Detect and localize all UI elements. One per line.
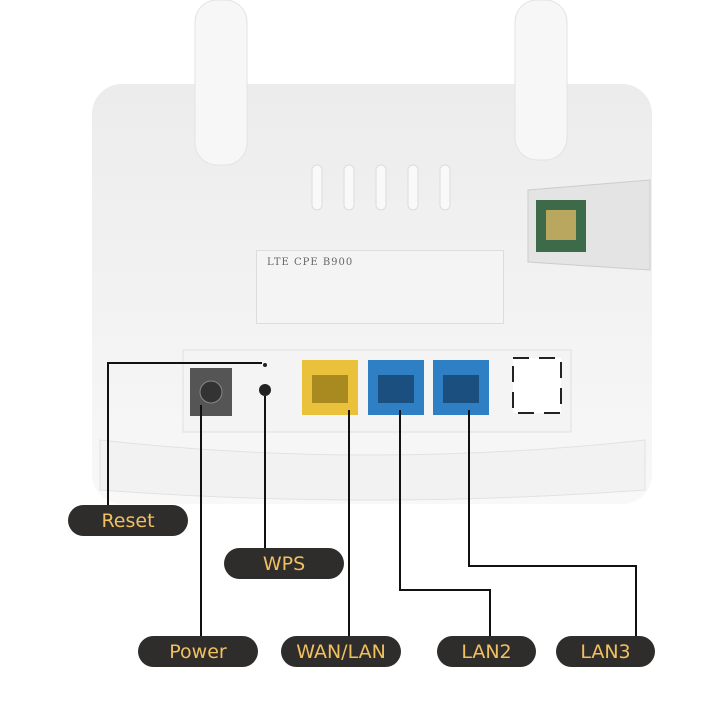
blank-port <box>512 357 562 414</box>
label-wps: WPS <box>224 548 344 579</box>
label-lan3: LAN3 <box>556 636 655 667</box>
product-sticker: LTE CPE B900 <box>256 250 504 324</box>
vent-slots <box>311 164 451 211</box>
antenna-right <box>514 0 568 161</box>
label-reset: Reset <box>68 505 188 536</box>
sticker-model: LTE CPE B900 <box>267 257 354 268</box>
antenna-left <box>194 0 248 166</box>
label-power: Power <box>138 636 258 667</box>
router-base <box>99 439 646 501</box>
wps-button <box>259 384 271 396</box>
reset-hole <box>263 363 267 367</box>
label-lan2: LAN2 <box>437 636 536 667</box>
callout-lines <box>107 362 637 636</box>
label-wan-lan: WAN/LAN <box>281 636 401 667</box>
sim-slot <box>527 179 651 271</box>
